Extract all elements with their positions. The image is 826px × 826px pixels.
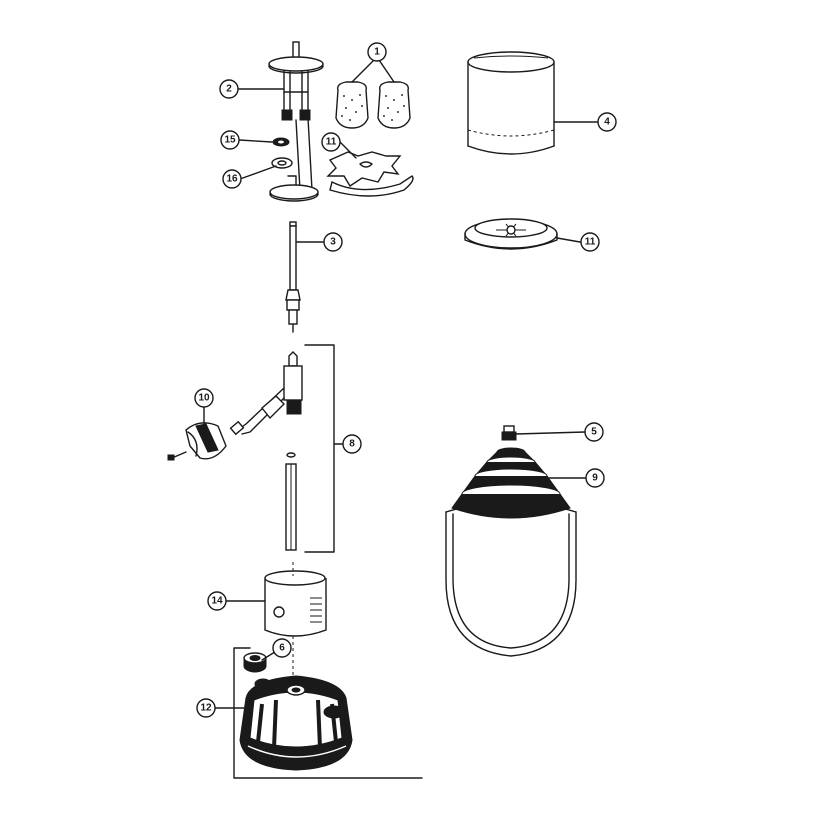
svg-text:11: 11 — [326, 137, 337, 148]
svg-text:14: 14 — [211, 596, 223, 607]
svg-text:11: 11 — [585, 237, 596, 248]
svg-text:1: 1 — [374, 47, 380, 58]
nut-part-16 — [271, 157, 293, 169]
vent-nut-part — [501, 425, 517, 441]
mantles-part — [335, 81, 411, 129]
group-bracket — [304, 344, 335, 553]
callout-11-clip: 11 — [321, 132, 341, 152]
cap-clip-part — [326, 151, 414, 197]
callout-14: 14 — [207, 591, 227, 611]
callout-11-base: 11 — [580, 232, 600, 252]
callout-4: 4 — [597, 112, 617, 132]
callout-16: 16 — [222, 169, 242, 189]
callout-8: 8 — [342, 434, 362, 454]
burner-frame-part — [268, 41, 324, 202]
svg-text:4: 4 — [604, 117, 610, 128]
fount-part — [239, 675, 353, 771]
fuel-cap-part — [243, 652, 267, 673]
washer-part-15 — [272, 137, 290, 147]
callout-6: 6 — [272, 638, 292, 658]
svg-text:12: 12 — [200, 703, 212, 714]
callout-5: 5 — [584, 422, 604, 442]
callout-3: 3 — [323, 232, 343, 252]
ventilator-part — [445, 447, 577, 657]
callout-12: 12 — [196, 698, 216, 718]
collar-part — [264, 570, 327, 637]
svg-text:6: 6 — [279, 643, 285, 654]
svg-text:10: 10 — [198, 393, 210, 404]
svg-text:16: 16 — [226, 174, 238, 185]
fount-bracket — [233, 647, 423, 779]
leader-lines — [203, 56, 599, 709]
valve-body-part — [229, 351, 303, 436]
callout-10: 10 — [194, 388, 214, 408]
callout-2: 2 — [219, 79, 239, 99]
globe-base-part — [464, 218, 558, 250]
callout-1: 1 — [367, 42, 387, 62]
globe-part — [467, 51, 555, 155]
callout-9: 9 — [585, 468, 605, 488]
svg-text:9: 9 — [592, 473, 598, 484]
valve-wheel-part — [167, 422, 227, 461]
svg-text:3: 3 — [330, 237, 336, 248]
generator-part — [285, 221, 301, 333]
svg-text:8: 8 — [349, 439, 355, 450]
svg-text:5: 5 — [591, 427, 597, 438]
fuel-tube-part — [285, 452, 297, 551]
callout-15: 15 — [220, 130, 240, 150]
svg-text:15: 15 — [224, 135, 236, 146]
svg-text:2: 2 — [226, 84, 232, 95]
